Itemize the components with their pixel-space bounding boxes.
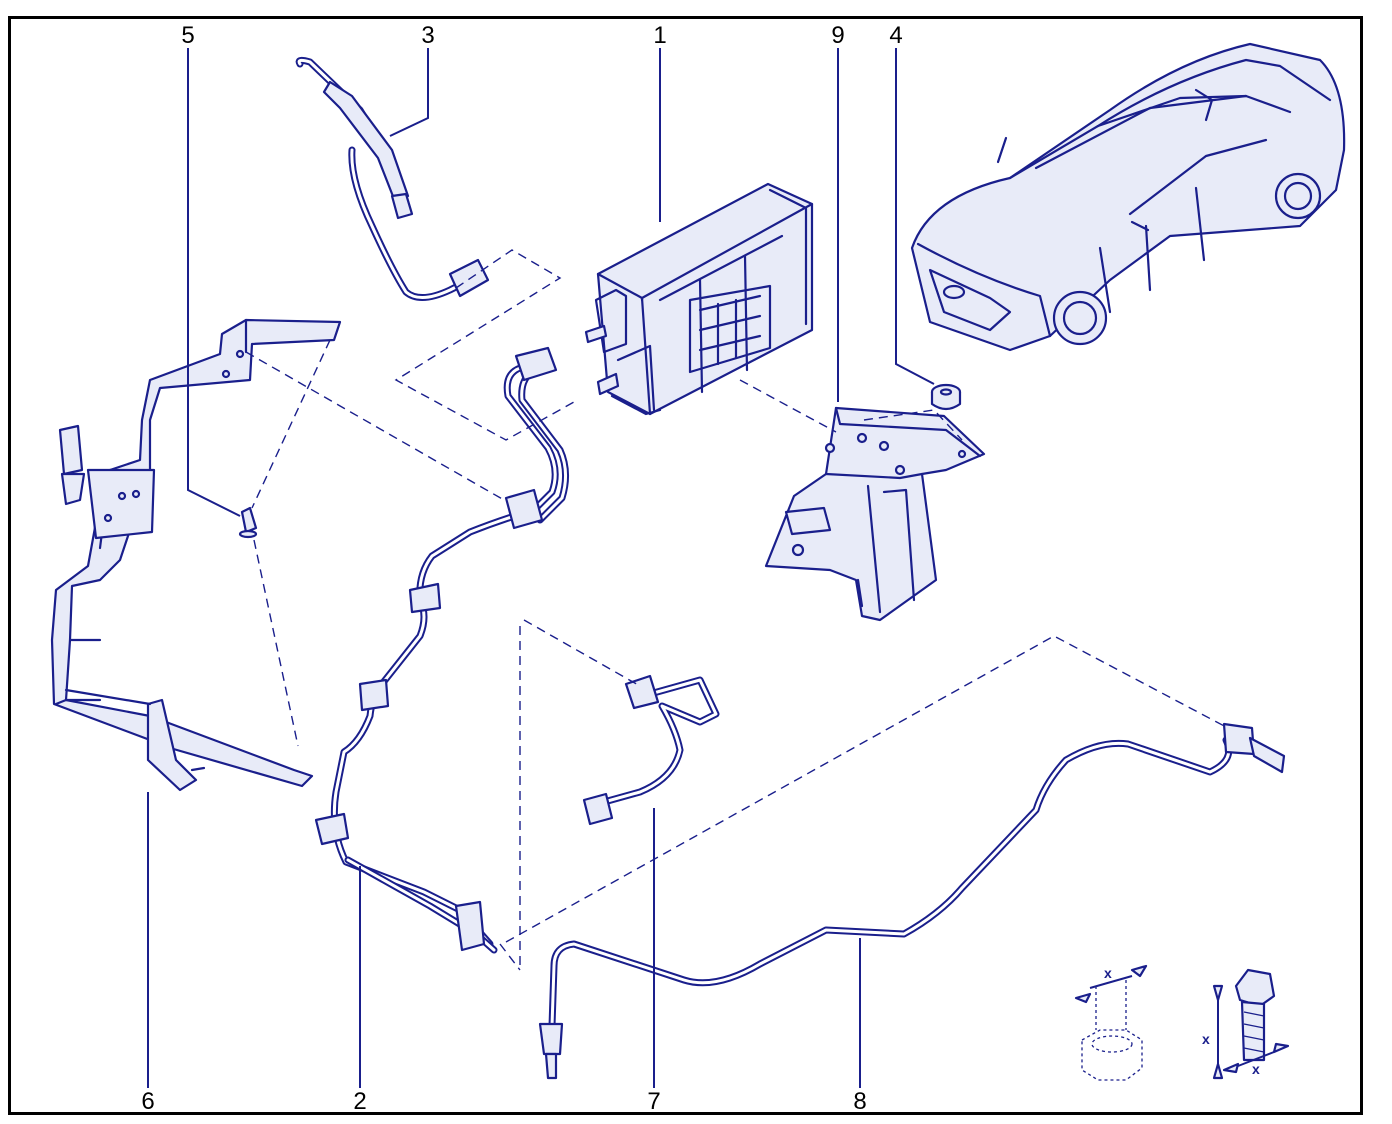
assembly-lines <box>245 249 1229 971</box>
bolt-x-horizontal-label: x <box>1252 1061 1260 1077</box>
pipe-part-3 <box>295 56 490 301</box>
callout-7: 7 <box>647 1088 661 1115</box>
pipe-part-7 <box>582 674 720 826</box>
clip-part-5 <box>238 506 258 539</box>
nut-x-label: x <box>1104 965 1112 981</box>
callout-4: 4 <box>889 22 903 49</box>
bracket-part-9 <box>764 406 986 622</box>
leader-lines <box>147 48 935 1088</box>
pipe-part-2 <box>314 346 569 954</box>
callout-9: 9 <box>831 22 845 49</box>
nut-icon: x <box>1074 964 1148 1081</box>
nut-part-4 <box>930 383 962 411</box>
bolt-icon: x x <box>1202 968 1290 1080</box>
callout-6: 6 <box>141 1088 155 1115</box>
callout-5: 5 <box>181 22 195 49</box>
bracket-part-6 <box>50 318 342 792</box>
callout-2: 2 <box>353 1088 367 1115</box>
callout-3: 3 <box>421 22 435 49</box>
callout-8: 8 <box>853 1088 867 1115</box>
pipe-part-8 <box>538 722 1286 1080</box>
car-illustration <box>910 42 1346 352</box>
canister-part-1 <box>584 182 814 416</box>
bolt-x-vertical-label: x <box>1202 1031 1210 1047</box>
callout-1: 1 <box>653 22 667 49</box>
